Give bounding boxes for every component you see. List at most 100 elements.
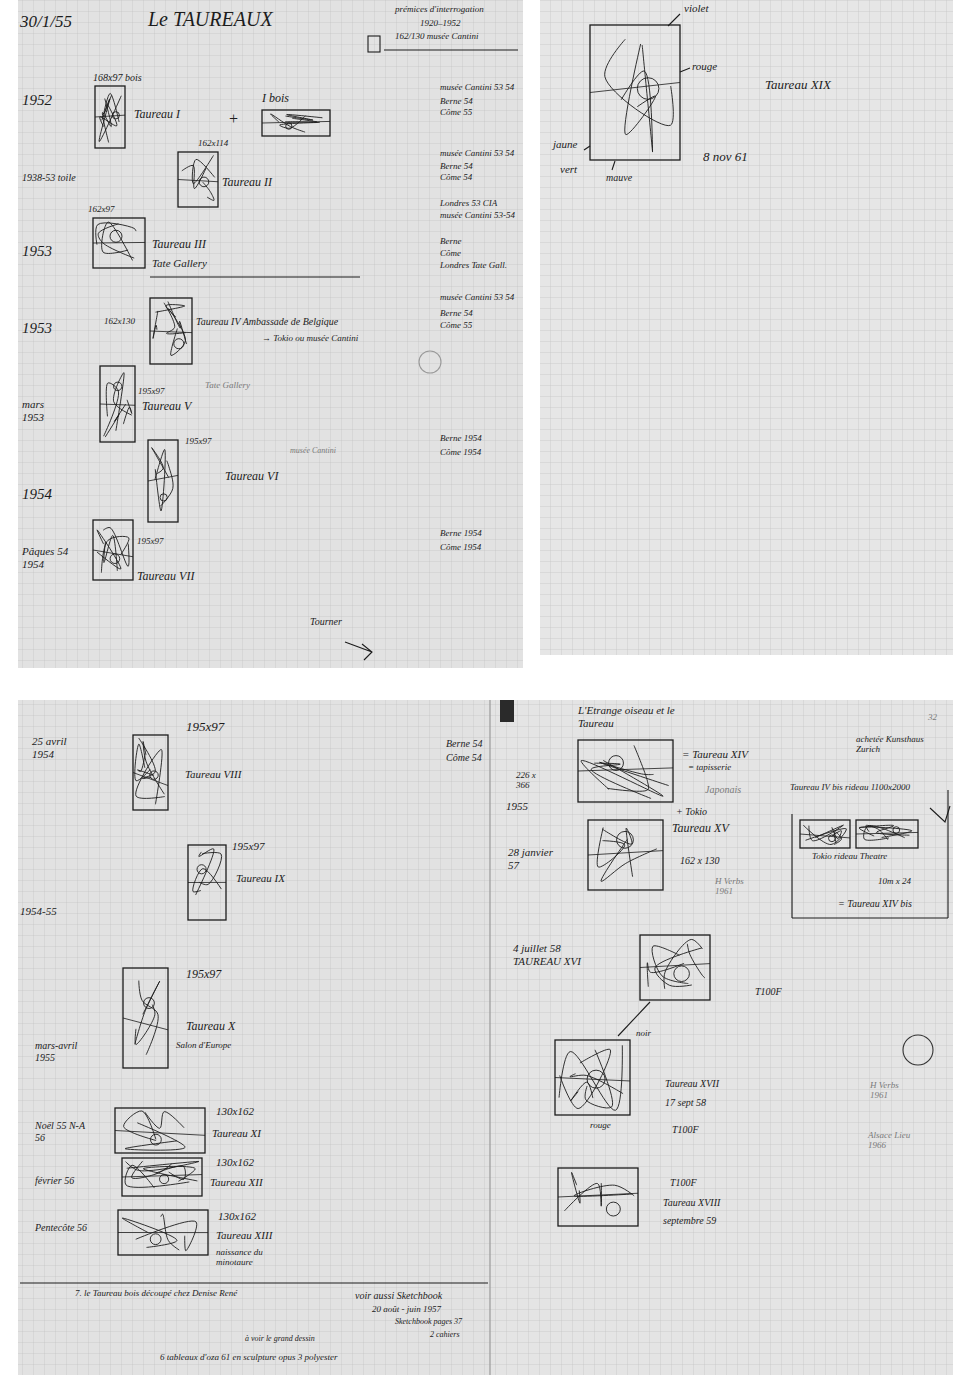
note-label: → Tokio ou musée Cantini xyxy=(262,333,358,343)
note-label: Noël 55 N-A 56 xyxy=(35,1120,87,1143)
sketch-stroke xyxy=(199,853,221,885)
note-label: Taureau XVII xyxy=(665,1078,719,1090)
sketch-frame xyxy=(115,1108,205,1153)
note-label: 1938-53 toile xyxy=(22,172,76,184)
sketch-stroke xyxy=(95,115,125,117)
sketch xyxy=(100,366,135,442)
sketch-eye xyxy=(174,339,184,349)
sketch-stroke xyxy=(605,39,674,125)
note-label: 7. le Taureau bois découpé chez Denise R… xyxy=(75,1288,245,1298)
note-label: Taureau IV Ambassade de Belgique xyxy=(196,316,338,328)
sketch-eye xyxy=(110,554,120,564)
sketch-stroke xyxy=(105,404,126,437)
sketch-frame xyxy=(95,86,125,148)
note-label: Taureau VII xyxy=(137,570,194,584)
page-title: Le TAUREAUX xyxy=(148,8,273,31)
sketch-stroke xyxy=(139,981,158,1055)
note-label: Côme 54 xyxy=(446,752,482,764)
turn-arrow xyxy=(345,642,372,660)
note-label: H Verbs 1961 xyxy=(715,876,755,897)
sketch-stroke xyxy=(153,311,158,339)
sketch-stroke xyxy=(150,331,192,333)
sketch-stroke xyxy=(581,760,663,796)
sketch-stroke xyxy=(124,1111,157,1141)
sketch-stroke xyxy=(126,1161,199,1170)
grid-lines xyxy=(18,700,490,1375)
sketch-stroke xyxy=(859,827,912,837)
arrow-head xyxy=(930,806,950,822)
note-label: 162 x 130 xyxy=(680,855,719,867)
sketch-stroke xyxy=(178,180,218,182)
note-label: = Taureau XIV xyxy=(682,748,748,761)
note-label: 195x97 xyxy=(137,536,164,546)
sketch-eye xyxy=(893,827,900,834)
note-label: 162x114 xyxy=(198,138,228,148)
sketch-frame xyxy=(123,968,168,1068)
rule-line xyxy=(384,49,518,50)
sketch-stroke xyxy=(123,1018,168,1030)
sketch xyxy=(578,740,673,802)
sketch-stroke xyxy=(590,82,680,92)
note-label: T100F xyxy=(670,1177,697,1189)
bracket-line xyxy=(792,917,948,918)
sketch-stroke xyxy=(148,475,178,481)
sketch xyxy=(122,1158,202,1196)
note-label: achetée Kunsthaus Zurich xyxy=(856,734,940,755)
note-label: Taureau XVIII xyxy=(663,1197,720,1209)
note-label: mars 1953 xyxy=(22,398,64,423)
sketch xyxy=(133,735,168,810)
sketch-stroke xyxy=(101,536,129,572)
note-label: 1955 xyxy=(506,800,528,813)
grid-page xyxy=(18,700,490,1375)
sketch xyxy=(555,1040,630,1115)
note-label: 195x97 xyxy=(138,386,165,396)
note-label: H Verbs 1961 xyxy=(870,1080,910,1101)
sketch xyxy=(590,25,680,160)
note-label: Côme 55 xyxy=(440,107,472,117)
note-label: 20 août - juin 1957 xyxy=(372,1304,441,1314)
sketch-frame xyxy=(640,935,710,1000)
note-label: Taureau IX xyxy=(236,872,285,885)
sketch-stroke xyxy=(192,155,214,183)
binding-tab xyxy=(500,700,514,722)
leader-line xyxy=(680,68,690,72)
sketch xyxy=(188,845,226,920)
sketch-frame xyxy=(588,820,663,890)
sketch-stroke xyxy=(113,373,131,431)
sketch xyxy=(800,820,850,848)
sketch-stroke xyxy=(188,882,226,883)
note-label: 17 sept 58 xyxy=(665,1097,706,1109)
note-label: Taureau III xyxy=(152,238,206,252)
sketch-stroke xyxy=(155,449,165,510)
sketch-stroke xyxy=(125,1123,185,1150)
sketch-stroke xyxy=(122,1175,202,1177)
note-label: Pentecôte 56 xyxy=(35,1222,87,1234)
note-label: Taureau IV bis rideau 1100x2000 xyxy=(790,782,940,792)
sketches xyxy=(93,25,918,1255)
sketch-eye xyxy=(114,382,122,390)
leader-line xyxy=(612,161,615,170)
stamp-circle xyxy=(903,1035,933,1065)
note-label: 1953 xyxy=(22,243,52,260)
sketch-stroke xyxy=(136,1221,197,1251)
sketch-stroke xyxy=(196,849,214,895)
note-label: mauve xyxy=(606,172,632,184)
note-label: Tokio rideau Theatre xyxy=(812,851,902,861)
note-label: rouge xyxy=(590,1120,611,1130)
grid-lines xyxy=(490,700,953,1375)
sketch-stroke xyxy=(102,99,111,143)
note-label: Taureau I xyxy=(134,108,180,122)
note-label: Berne 54 xyxy=(446,738,482,750)
leader-line xyxy=(668,14,680,26)
rule-line xyxy=(20,1282,488,1283)
sketch-stroke xyxy=(145,1112,184,1129)
note-label: 130x162 xyxy=(216,1105,254,1118)
note-label: 6 tableaux d'oza 61 en sculpture opus 3 … xyxy=(160,1352,338,1362)
sketch-stroke xyxy=(655,948,702,987)
sketch-stroke xyxy=(555,1078,630,1081)
sketch xyxy=(118,1210,208,1255)
grid-page xyxy=(18,0,523,668)
sketch xyxy=(178,152,218,207)
note-label: Berne 1954 xyxy=(440,528,482,538)
note-label: Côme 54 xyxy=(440,172,472,182)
